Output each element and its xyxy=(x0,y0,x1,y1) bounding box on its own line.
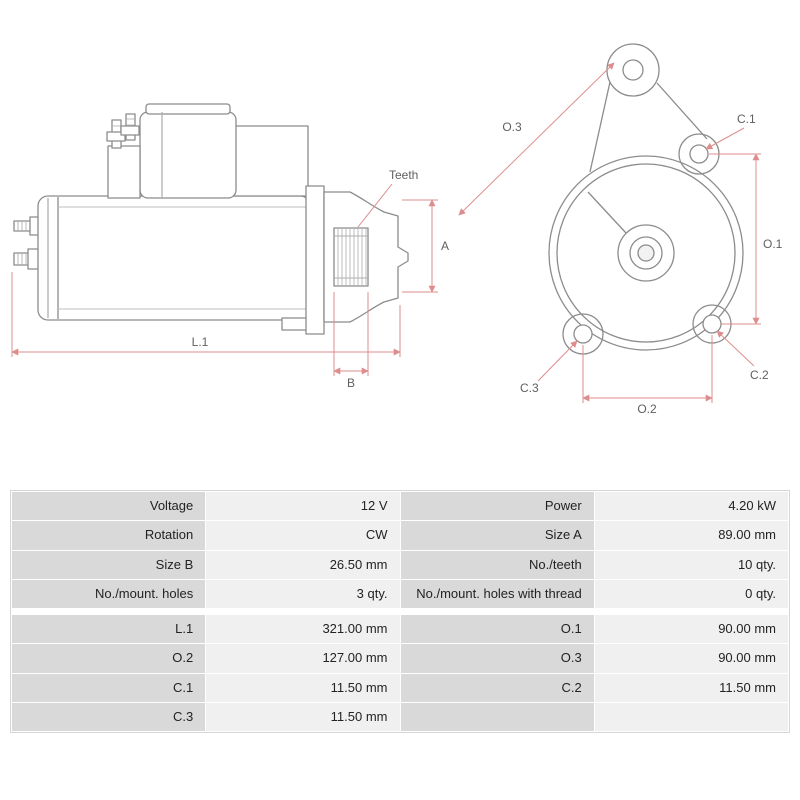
technical-drawing: L.1 B A Teeth xyxy=(11,43,783,416)
starter-motor-drawing: L.1 B A Teeth xyxy=(11,43,783,416)
spec-label: O.3 xyxy=(400,644,594,673)
motor-body xyxy=(37,195,313,331)
dim-label-o1: O.1 xyxy=(763,237,783,251)
spec-value: CW xyxy=(206,521,400,550)
table-group-separator xyxy=(12,609,788,614)
terminal-studs-left xyxy=(13,216,41,270)
solenoid xyxy=(106,103,309,199)
spec-value: 10 qty. xyxy=(594,550,788,579)
spec-label: No./teeth xyxy=(400,550,594,579)
spec-label: C.1 xyxy=(12,673,206,702)
side-view xyxy=(13,103,409,335)
table-row: Rotation CW Size A 89.00 mm xyxy=(12,521,788,550)
spec-label: No./mount. holes xyxy=(12,579,206,608)
spec-label: Voltage xyxy=(12,492,206,521)
spec-value: 26.50 mm xyxy=(206,550,400,579)
shaft-hub xyxy=(617,224,675,282)
dim-label-b: B xyxy=(347,376,355,390)
spec-label: L.1 xyxy=(12,615,206,644)
spec-value: 89.00 mm xyxy=(594,521,788,550)
spec-table: Voltage 12 V Power 4.20 kW Rotation CW S… xyxy=(10,490,790,733)
front-view xyxy=(548,43,744,355)
spec-label: Size B xyxy=(12,550,206,579)
spec-label: Power xyxy=(400,492,594,521)
spec-value: 127.00 mm xyxy=(206,644,400,673)
side-view-dimensions xyxy=(11,183,438,376)
spec-value: 321.00 mm xyxy=(206,615,400,644)
dim-label-c3: C.3 xyxy=(520,381,539,395)
spec-label: Rotation xyxy=(12,521,206,550)
spec-value: 4.20 kW xyxy=(594,492,788,521)
spec-value: 11.50 mm xyxy=(206,673,400,702)
table-row: C.3 11.50 mm xyxy=(12,702,788,731)
mounting-hole-top xyxy=(622,59,644,81)
dim-label-a: A xyxy=(441,239,449,253)
table-row: Voltage 12 V Power 4.20 kW xyxy=(12,492,788,521)
spec-value: 11.50 mm xyxy=(206,702,400,731)
mounting-hole-c3 xyxy=(573,324,593,344)
spec-label: Size A xyxy=(400,521,594,550)
drive-end-housing xyxy=(305,185,409,335)
table-row: L.1 321.00 mm O.1 90.00 mm xyxy=(12,615,788,644)
table-row: C.1 11.50 mm C.2 11.50 mm xyxy=(12,673,788,702)
spec-label xyxy=(400,702,594,731)
dim-label-c2: C.2 xyxy=(750,368,769,382)
mounting-hole-c2 xyxy=(702,314,722,334)
table-row: Size B 26.50 mm No./teeth 10 qty. xyxy=(12,550,788,579)
spec-label: C.3 xyxy=(12,702,206,731)
spec-value: 90.00 mm xyxy=(594,644,788,673)
dim-label-teeth: Teeth xyxy=(389,168,418,182)
spec-label: C.2 xyxy=(400,673,594,702)
spec-value: 11.50 mm xyxy=(594,673,788,702)
dim-label-o2: O.2 xyxy=(637,402,657,416)
mounting-hole-c1 xyxy=(689,144,709,164)
spec-value: 90.00 mm xyxy=(594,615,788,644)
spec-value: 0 qty. xyxy=(594,579,788,608)
table-row: No./mount. holes 3 qty. No./mount. holes… xyxy=(12,579,788,608)
dim-label-c1: C.1 xyxy=(737,112,756,126)
table-row: O.2 127.00 mm O.3 90.00 mm xyxy=(12,644,788,673)
spec-label: O.2 xyxy=(12,644,206,673)
spec-value: 12 V xyxy=(206,492,400,521)
spec-label: No./mount. holes with thread xyxy=(400,579,594,608)
spec-value: 3 qty. xyxy=(206,579,400,608)
spec-label: O.1 xyxy=(400,615,594,644)
front-view-dimensions xyxy=(458,62,761,403)
dim-label-o3: O.3 xyxy=(502,120,522,134)
pinion-gear xyxy=(333,227,369,287)
dim-label-l1: L.1 xyxy=(192,335,209,349)
spec-value xyxy=(594,702,788,731)
